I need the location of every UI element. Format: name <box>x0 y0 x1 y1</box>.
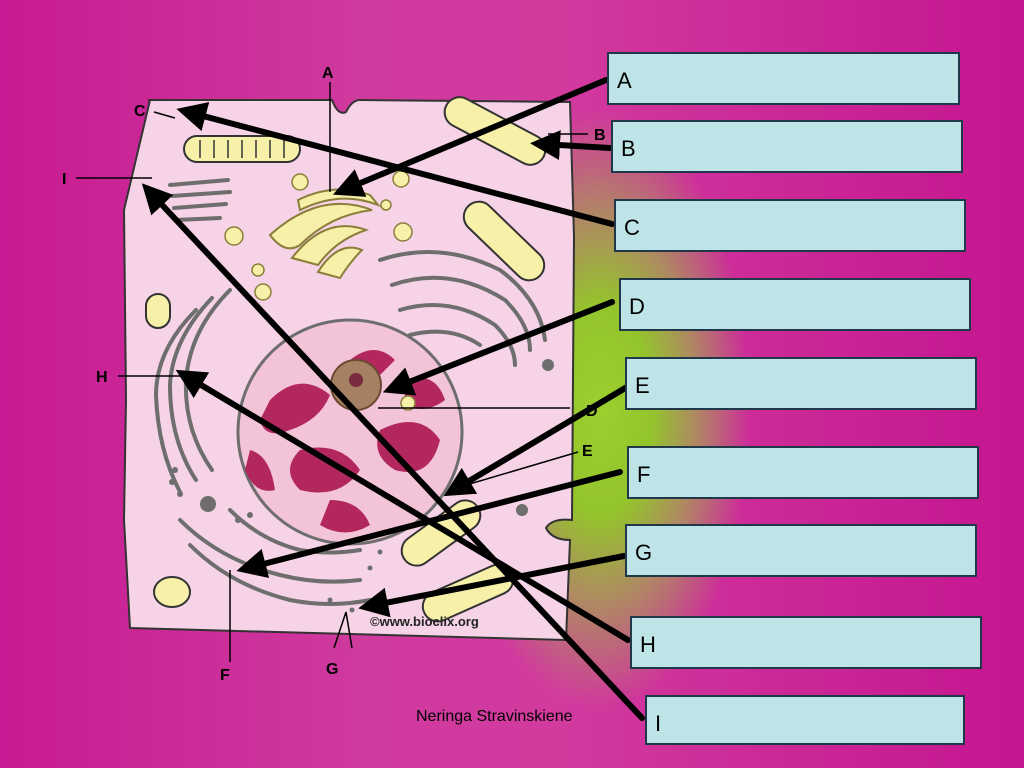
answer-box-letter: H <box>640 632 656 657</box>
pointer-arrows <box>141 77 645 721</box>
answer-box-e[interactable]: E <box>625 357 977 410</box>
figure-label-i: I <box>62 171 66 188</box>
answer-box-letter: C <box>624 215 640 240</box>
nucleus <box>236 318 464 546</box>
pointer-arrow-e <box>443 381 635 497</box>
answer-box-letter: F <box>637 462 651 487</box>
answer-box-h[interactable]: H <box>630 616 982 669</box>
answer-box-g[interactable]: G <box>625 524 977 577</box>
figure-label-b: B <box>594 127 606 144</box>
figure-label-a: A <box>322 65 334 82</box>
figure-label-f: F <box>220 667 230 684</box>
answer-box-letter: G <box>635 540 653 565</box>
answer-box-b[interactable]: B <box>611 120 963 173</box>
figure-label-c: C <box>134 103 146 120</box>
pointer-arrow-f <box>236 469 623 579</box>
answer-box-letter: B <box>621 136 636 161</box>
pointer-arrow-a <box>332 77 609 197</box>
answer-box-i[interactable]: I <box>645 695 965 745</box>
pointer-arrow-g <box>358 553 627 618</box>
answer-box-letter: E <box>635 373 650 398</box>
bioclix-watermark: ©www.bioclix.org <box>370 614 479 629</box>
figure-label-g: G <box>326 661 338 678</box>
pointer-arrow-i <box>141 183 645 721</box>
pointer-arrow-b <box>530 130 613 161</box>
ribosomes <box>169 359 554 613</box>
rough-er <box>153 178 547 606</box>
mitochondria <box>145 96 547 623</box>
answer-box-letter: D <box>629 294 645 319</box>
figure-leader-lines <box>76 82 588 662</box>
answer-box-d[interactable]: D <box>619 278 971 331</box>
answer-box-a[interactable]: A <box>607 52 960 105</box>
figure-label-h: H <box>96 369 108 386</box>
author-credit: Neringa Stravinskiene <box>416 708 573 725</box>
pointer-arrow-d <box>382 299 615 396</box>
pointer-arrow-c <box>176 102 615 227</box>
vesicles <box>224 170 416 411</box>
mito-cristae <box>199 140 285 158</box>
figure-label-d: D <box>586 403 598 420</box>
answer-box-letter: I <box>655 711 662 736</box>
answer-box-f[interactable]: F <box>627 446 979 499</box>
figure-label-e: E <box>582 443 593 460</box>
pointer-arrow-h <box>175 369 631 643</box>
answer-box-c[interactable]: C <box>614 199 966 252</box>
answer-box-letter: A <box>617 68 632 93</box>
